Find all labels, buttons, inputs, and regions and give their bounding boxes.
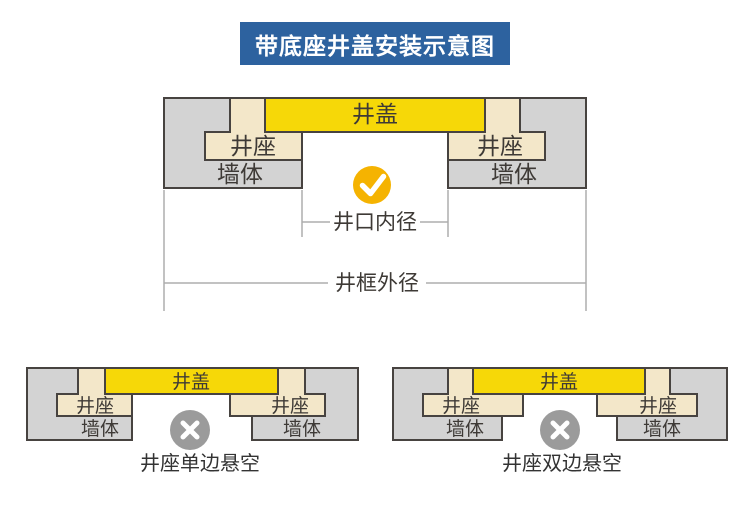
double-seat-label-right: 井座 [639,395,677,417]
single-wall-label-right: 墙体 [283,418,321,440]
main-seat-label-left: 井座 [230,133,276,159]
double-wall-label-right: 墙体 [643,418,681,440]
main-wall-label-left: 墙体 [217,161,263,187]
x-icon [170,410,210,450]
double-cover-shape [472,367,646,395]
single-wall-label-left: 墙体 [81,418,119,440]
single-seat-label-right: 井座 [271,395,309,417]
single-side-caption: 井座单边悬空 [140,452,260,475]
page-title: 带底座井盖安装示意图 [255,32,495,59]
double-cover-label: 井盖 [540,371,578,393]
single-cover-shape [104,367,279,395]
check-icon [353,166,391,204]
single-seat-label-left: 井座 [76,395,114,417]
outer-diameter-label: 井框外径 [335,272,419,295]
main-cover-shape [264,97,486,133]
inner-diameter-label: 井口内径 [333,211,417,234]
x-icon [540,410,580,450]
single-side-diagram: 井盖 井座 井座 墙体 墙体 井座单边悬空 [26,367,359,475]
main-diagram: 井盖 井座 井座 墙体 墙体 井口内径 井框外径 [163,97,587,311]
main-seat-label-right: 井座 [477,133,523,159]
single-cover-label: 井盖 [172,371,210,393]
double-side-caption: 井座双边悬空 [502,452,622,475]
double-seat-label-left: 井座 [442,395,480,417]
double-side-diagram: 井盖 井座 井座 墙体 墙体 井座双边悬空 [392,367,728,475]
title-banner: 带底座井盖安装示意图 [240,22,510,65]
main-cover-label: 井盖 [352,101,398,127]
double-wall-label-left: 墙体 [446,418,484,440]
main-wall-label-right: 墙体 [491,161,537,187]
